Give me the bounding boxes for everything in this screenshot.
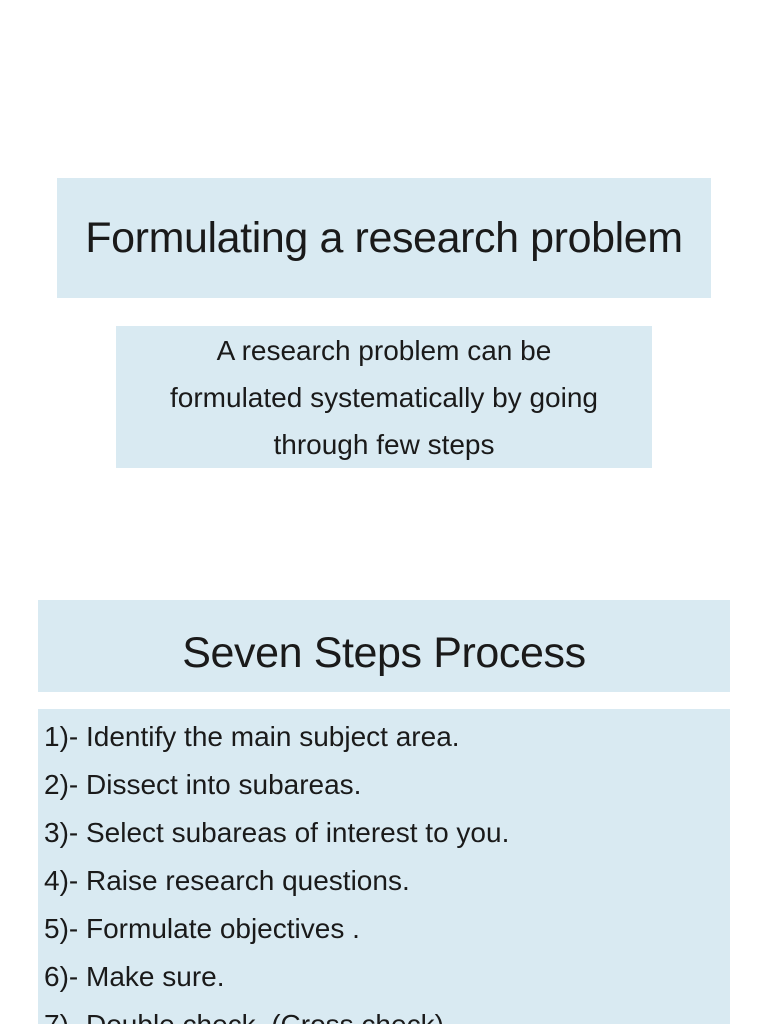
subtitle-line-3: through few steps	[273, 428, 495, 460]
steps-list: 1)- Identify the main subject area. 2)- D…	[38, 709, 730, 1024]
list-item: 3)- Select subareas of interest to you.	[44, 817, 510, 848]
subtitle-box: A research problem can be formulated sys…	[116, 326, 652, 468]
list-item: 5)- Formulate objectives .	[44, 913, 360, 944]
subtitle-line-1: A research problem can be	[216, 334, 552, 366]
subtitle-line-2: formulated systematically by going	[170, 381, 598, 413]
list-item: 6)- Make sure.	[44, 961, 225, 992]
title-box: Formulating a research problem	[57, 178, 711, 298]
list-item: 4)- Raise research questions.	[44, 865, 410, 896]
section-header-box: Seven Steps Process	[38, 600, 730, 692]
page-title: Formulating a research problem	[85, 213, 683, 262]
section-header-title: Seven Steps Process	[182, 628, 586, 677]
list-item: 7)- Double check. (Cross check)	[44, 1001, 730, 1024]
list-item: 1)- Identify the main subject area.	[44, 721, 460, 752]
list-item: 2)- Dissect into subareas.	[44, 769, 362, 800]
